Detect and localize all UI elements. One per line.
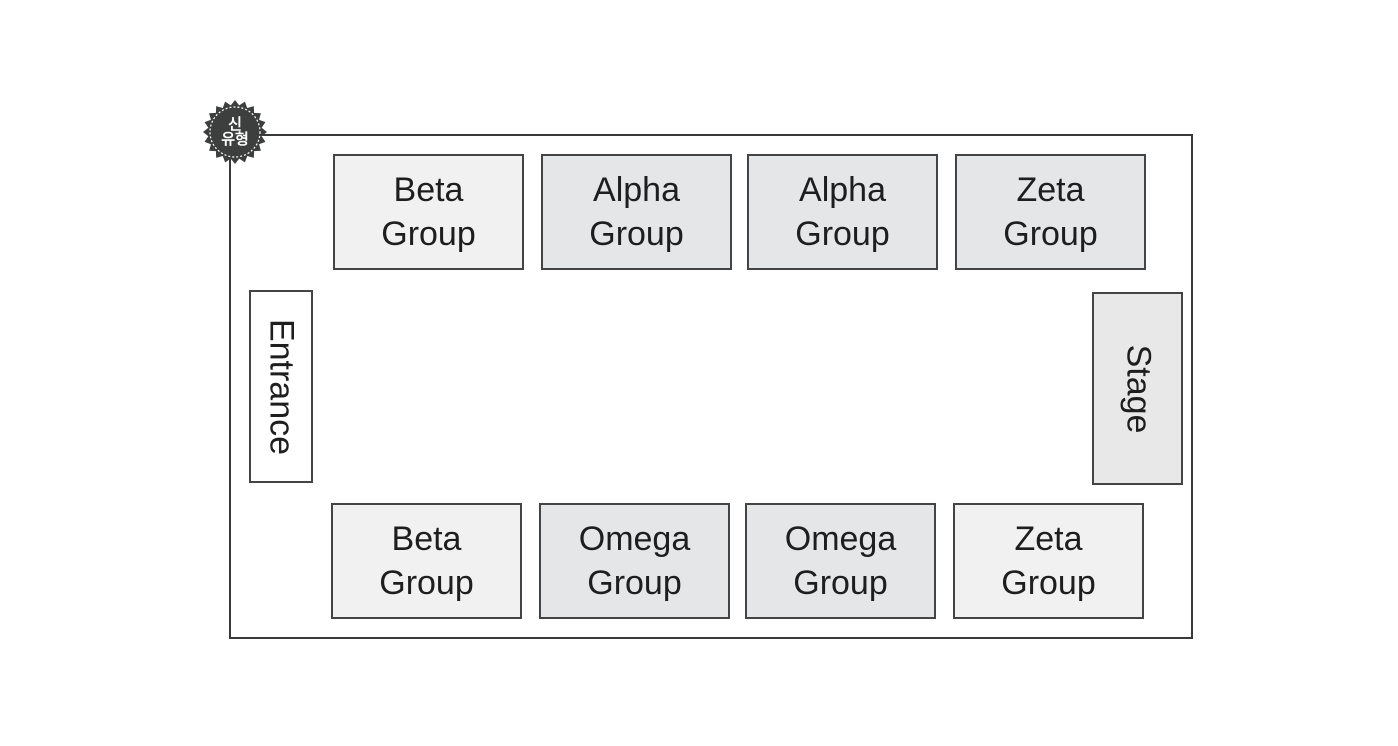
table-label-line: Group [587,564,682,602]
table-label-line: Group [381,215,476,253]
table-top-1: Beta Group [333,154,524,270]
table-top-3: Alpha Group [747,154,938,270]
table-bottom-3: Omega Group [745,503,936,619]
badge-seal-icon [203,100,267,164]
table-label-line: Group [793,564,888,602]
table-label-line: Alpha [799,171,886,209]
badge-line-2: 유형 [221,130,249,148]
table-bottom-4: Zeta Group [953,503,1144,619]
table-label-line: Group [1003,215,1098,253]
stage-label: Stage [1119,344,1157,433]
entrance-box: Entrance [249,290,313,483]
table-label-line: Group [795,215,890,253]
table-label-line: Omega [784,520,897,558]
table-top-2: Alpha Group [541,154,732,270]
table-label-line: Zeta [1014,520,1083,558]
table-label-line: Alpha [593,171,680,209]
table-label-line: Group [589,215,684,253]
table-bottom-2: Omega Group [539,503,730,619]
table-label-line: Group [1001,564,1096,602]
table-label-line: Omega [578,520,691,558]
table-label-line: Group [379,564,474,602]
table-label-line: Beta [391,520,462,558]
table-top-4: Zeta Group [955,154,1146,270]
table-label-line: Zeta [1016,171,1085,209]
table-label-line: Beta [393,171,464,209]
stage-box: Stage [1092,292,1183,485]
entrance-label: Entrance [262,318,301,455]
new-type-badge: 신 유형 [202,99,268,165]
table-bottom-1: Beta Group [331,503,522,619]
badge-line-1: 신 [228,115,242,133]
